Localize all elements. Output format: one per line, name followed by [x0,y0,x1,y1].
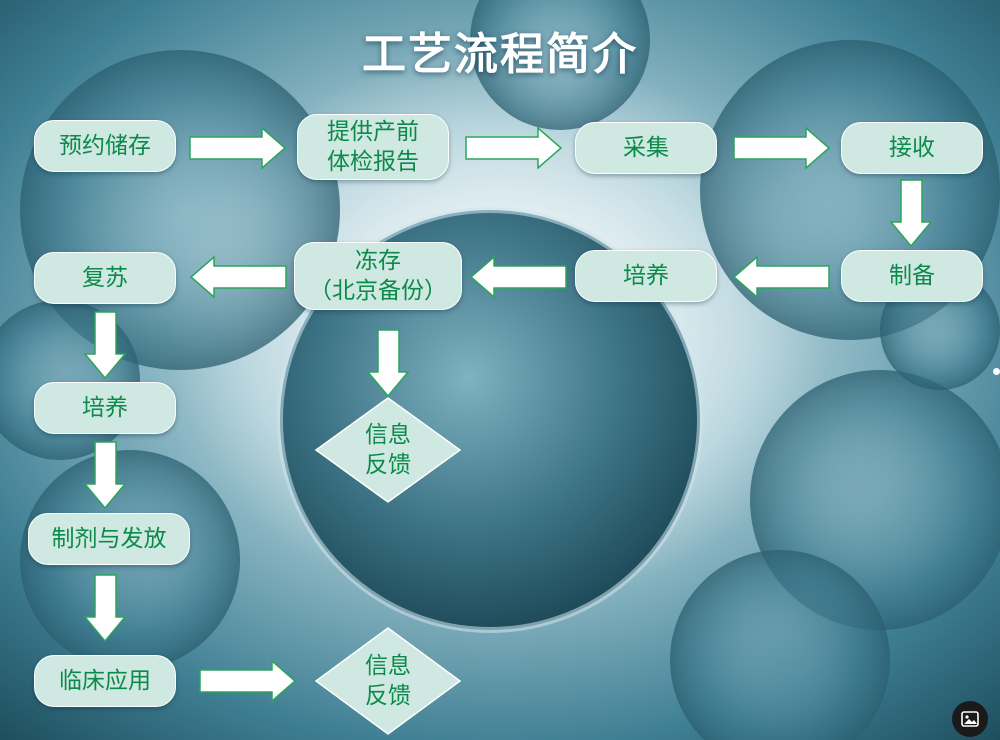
edge-dot [993,368,1000,375]
arrow-dongcun-to-feedback [366,329,410,398]
image-icon [961,711,979,727]
node-preparation: 制备 [841,250,983,302]
node-prenatal-report: 提供产前 体检报告 [297,114,449,180]
node-label: 采集 [623,135,669,161]
feedback-bottom-label: 信息 反馈 [328,651,448,711]
arrow-yuyue-to-tigong [189,126,287,170]
node-label: 制备 [889,263,935,289]
node-label-line1: 提供产前 [327,119,419,145]
arrow-peiyang-to-dongcun [469,255,567,299]
arrow-zhiji-to-linchuang [83,574,127,643]
node-label: 临床应用 [59,668,151,694]
arrow-zhibei-to-peiyang [732,255,830,299]
diamond-label-line1: 信息 [365,653,411,679]
arrow-caiji-to-jieshou [733,126,831,170]
arrow-jieshou-to-zhibei [889,179,933,248]
node-label: 接收 [889,135,935,161]
diamond-label-line2: 反馈 [365,452,411,478]
node-label: 制剂与发放 [51,526,167,552]
node-receive: 接收 [841,122,983,174]
diamond-label-line1: 信息 [365,422,411,448]
arrow-peiyang-to-zhiji [83,441,127,510]
node-label: 培养 [82,395,128,421]
node-label: 复苏 [82,265,128,291]
node-label: 预约储存 [59,133,151,159]
arrow-fusu-to-peiyang [83,311,127,380]
node-label-line2: （北京备份） [309,278,447,304]
arrow-tigong-to-caiji [465,126,563,170]
image-button[interactable] [952,701,988,737]
node-collection: 采集 [575,122,717,174]
node-culture-top: 培养 [575,250,717,302]
node-label: 培养 [623,263,669,289]
node-formulation-release: 制剂与发放 [28,513,190,565]
node-cryopreservation: 冻存 （北京备份） [294,242,462,310]
feedback-mid-label: 信息 反馈 [328,420,448,480]
arrow-linchuang-to-feedback [199,659,297,703]
diamond-label-line2: 反馈 [365,683,411,709]
diamond-feedback-mid [314,397,462,503]
page-title: 工艺流程简介 [362,29,638,80]
node-label-line1: 冻存 [355,248,401,274]
node-culture-left: 培养 [34,382,176,434]
diamond-feedback-bottom [314,627,462,735]
node-clinical-application: 临床应用 [34,655,176,707]
node-yuyue-storage: 预约储存 [34,120,176,172]
node-recovery: 复苏 [34,252,176,304]
node-label-line2: 体检报告 [327,149,419,175]
arrow-dongcun-to-fusu [189,255,287,299]
